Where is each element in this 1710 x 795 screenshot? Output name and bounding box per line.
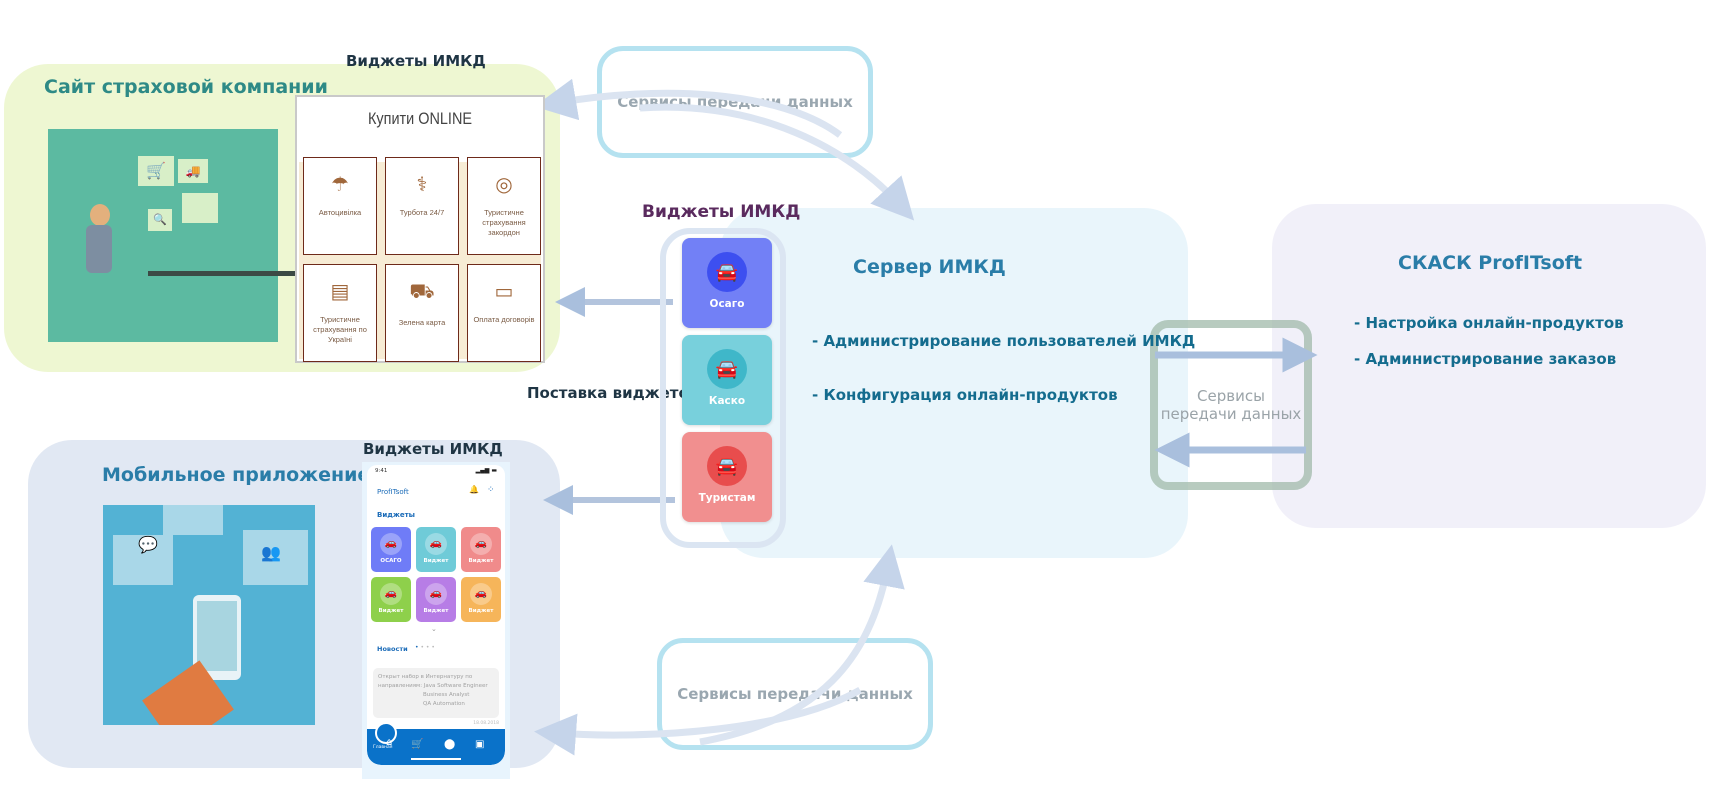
site-widgets-label: Виджеты ИМКД (346, 52, 486, 70)
car-shield-icon: 🚘 (707, 446, 747, 486)
server-title: Сервер ИМКД (853, 256, 1006, 278)
phone-widget[interactable]: 🚗Виджет (416, 527, 456, 572)
brand-logo: ProfITsoft (377, 488, 409, 496)
home-indicator (411, 758, 461, 760)
middle-widgets-label: Виджеты ИМКД (642, 202, 801, 222)
server-item: - Конфигурация онлайн-продуктов (812, 386, 1118, 404)
server-panel (720, 208, 1188, 558)
services-box-top: Сервисы передачи данных (597, 46, 873, 158)
buy-tile[interactable]: ▤Туристичне страхування по Україні (303, 264, 377, 362)
mobile-widgets-label: Виджеты ИМКД (363, 440, 503, 458)
widgets-column (660, 228, 786, 548)
skask-item: - Администрирование заказов (1354, 350, 1617, 368)
nav-home[interactable]: ⌂ (375, 722, 397, 748)
buy-tile[interactable]: ⛟Зелена карта (385, 264, 459, 362)
widget-card-tourists[interactable]: 🚘 Туристам (682, 432, 772, 522)
services-label-right-2: передачи данных (1160, 405, 1302, 423)
car-icon: 🚗 (380, 533, 402, 555)
users-icon: 👥 (261, 543, 281, 562)
bell-icon[interactable]: 🔔 (469, 485, 479, 494)
phone-widget[interactable]: 🚗Виджет (371, 577, 411, 622)
buy-online-title: Купити ONLINE (367, 109, 473, 128)
car-icon: 🚗 (470, 583, 492, 605)
news-date: 18.08.2018 (473, 721, 499, 726)
status-time: 9:41 (375, 468, 388, 474)
mobile-title: Мобильное приложение (102, 464, 371, 486)
widget-delivery-label: Поставка виджетов (527, 384, 699, 402)
buy-tile[interactable]: ⚕Турбота 24/7 (385, 157, 459, 255)
nav-home-label: Главная (373, 745, 393, 750)
home-icon: ⌂ (386, 737, 393, 748)
phone-widget[interactable]: 🚗Виджет (461, 577, 501, 622)
cart-icon: 🛒 (138, 156, 174, 186)
phone-mockup: 9:41 ▂▄▆ ▬ ProfITsoft 🔔 ⁘ Виджеты 🚗ОСАГО… (362, 462, 510, 779)
doctor-icon: ⚕ (416, 172, 428, 196)
grid-icon[interactable]: ⁘ (487, 485, 495, 495)
car-icon: 🚗 (470, 533, 492, 555)
skask-title: СКАСК ProfITsoft (1398, 252, 1583, 274)
car-icon: 🚗 (425, 583, 447, 605)
status-signal-icon: ▂▄▆ ▬ (475, 467, 497, 474)
buy-tile[interactable]: ▭Оплата договорів (467, 264, 541, 362)
car-shield-icon: 🚘 (707, 349, 747, 389)
services-box-right: Сервисы передачи данных (1150, 320, 1312, 490)
car-icon: 🚗 (425, 533, 447, 555)
services-label-top: Сервисы передачи данных (617, 93, 853, 111)
mobile-illustration: 💬 👥 (103, 505, 315, 725)
chevron-down-icon[interactable]: ⌄ (431, 625, 437, 633)
bottom-nav: ⌂ Главная 🛒 ⬤ ▣ (367, 722, 505, 765)
buy-tile[interactable]: ☂Автоцивілка (303, 157, 377, 255)
truck-icon: 🚚 (178, 159, 208, 183)
site-illustration: 🛒 🚚 🔍 (48, 129, 298, 342)
server-item: - Администрирование пользователей ИМКД (812, 332, 1196, 350)
buy-online-widget: Купити ONLINE ☂Автоцивілка ⚕Турбота 24/7… (295, 95, 545, 363)
phone-widget[interactable]: 🚗Виджет (461, 527, 501, 572)
news-pager-dots[interactable]: • • • • (415, 644, 435, 651)
globe-icon: ◎ (495, 172, 513, 196)
location-icon[interactable]: ⬤ (444, 739, 456, 750)
services-label-right-1: Сервисы (1197, 387, 1265, 405)
wallet-icon: ▭ (494, 279, 514, 303)
skask-panel (1272, 204, 1706, 528)
site-title: Сайт страховой компании (44, 76, 328, 98)
card-icon (182, 193, 218, 223)
profile-icon[interactable]: ▣ (475, 739, 485, 750)
widget-card-osago[interactable]: 🚘 Осаго (682, 238, 772, 328)
chat-icon: 💬 (138, 535, 158, 554)
suitcase-icon: ▤ (330, 279, 350, 303)
umbrella-car-icon: ☂ (331, 172, 349, 196)
news-card[interactable]: Открыт набор в Интернатуру по направлени… (373, 668, 499, 718)
car-icon: 🚗 (380, 583, 402, 605)
skask-item: - Настройка онлайн-продуктов (1354, 314, 1624, 332)
phone-widget[interactable]: 🚗Виджет (416, 577, 456, 622)
services-label-bottom: Сервисы передачи данных (677, 685, 913, 703)
car-shield-icon: 🚘 (707, 252, 747, 292)
widget-card-kasko[interactable]: 🚘 Каско (682, 335, 772, 425)
car-shield-icon: ⛟ (409, 279, 435, 303)
services-box-bottom: Сервисы передачи данных (657, 638, 933, 750)
magnifier-icon: 🔍 (148, 209, 172, 231)
phone-widget[interactable]: 🚗ОСАГО (371, 527, 411, 572)
news-title: Новости (377, 645, 408, 653)
cart-nav-icon[interactable]: 🛒 (411, 739, 424, 750)
buy-tile[interactable]: ◎Туристичне страхування закордон (467, 157, 541, 255)
widgets-section-title: Виджеты (377, 511, 415, 519)
